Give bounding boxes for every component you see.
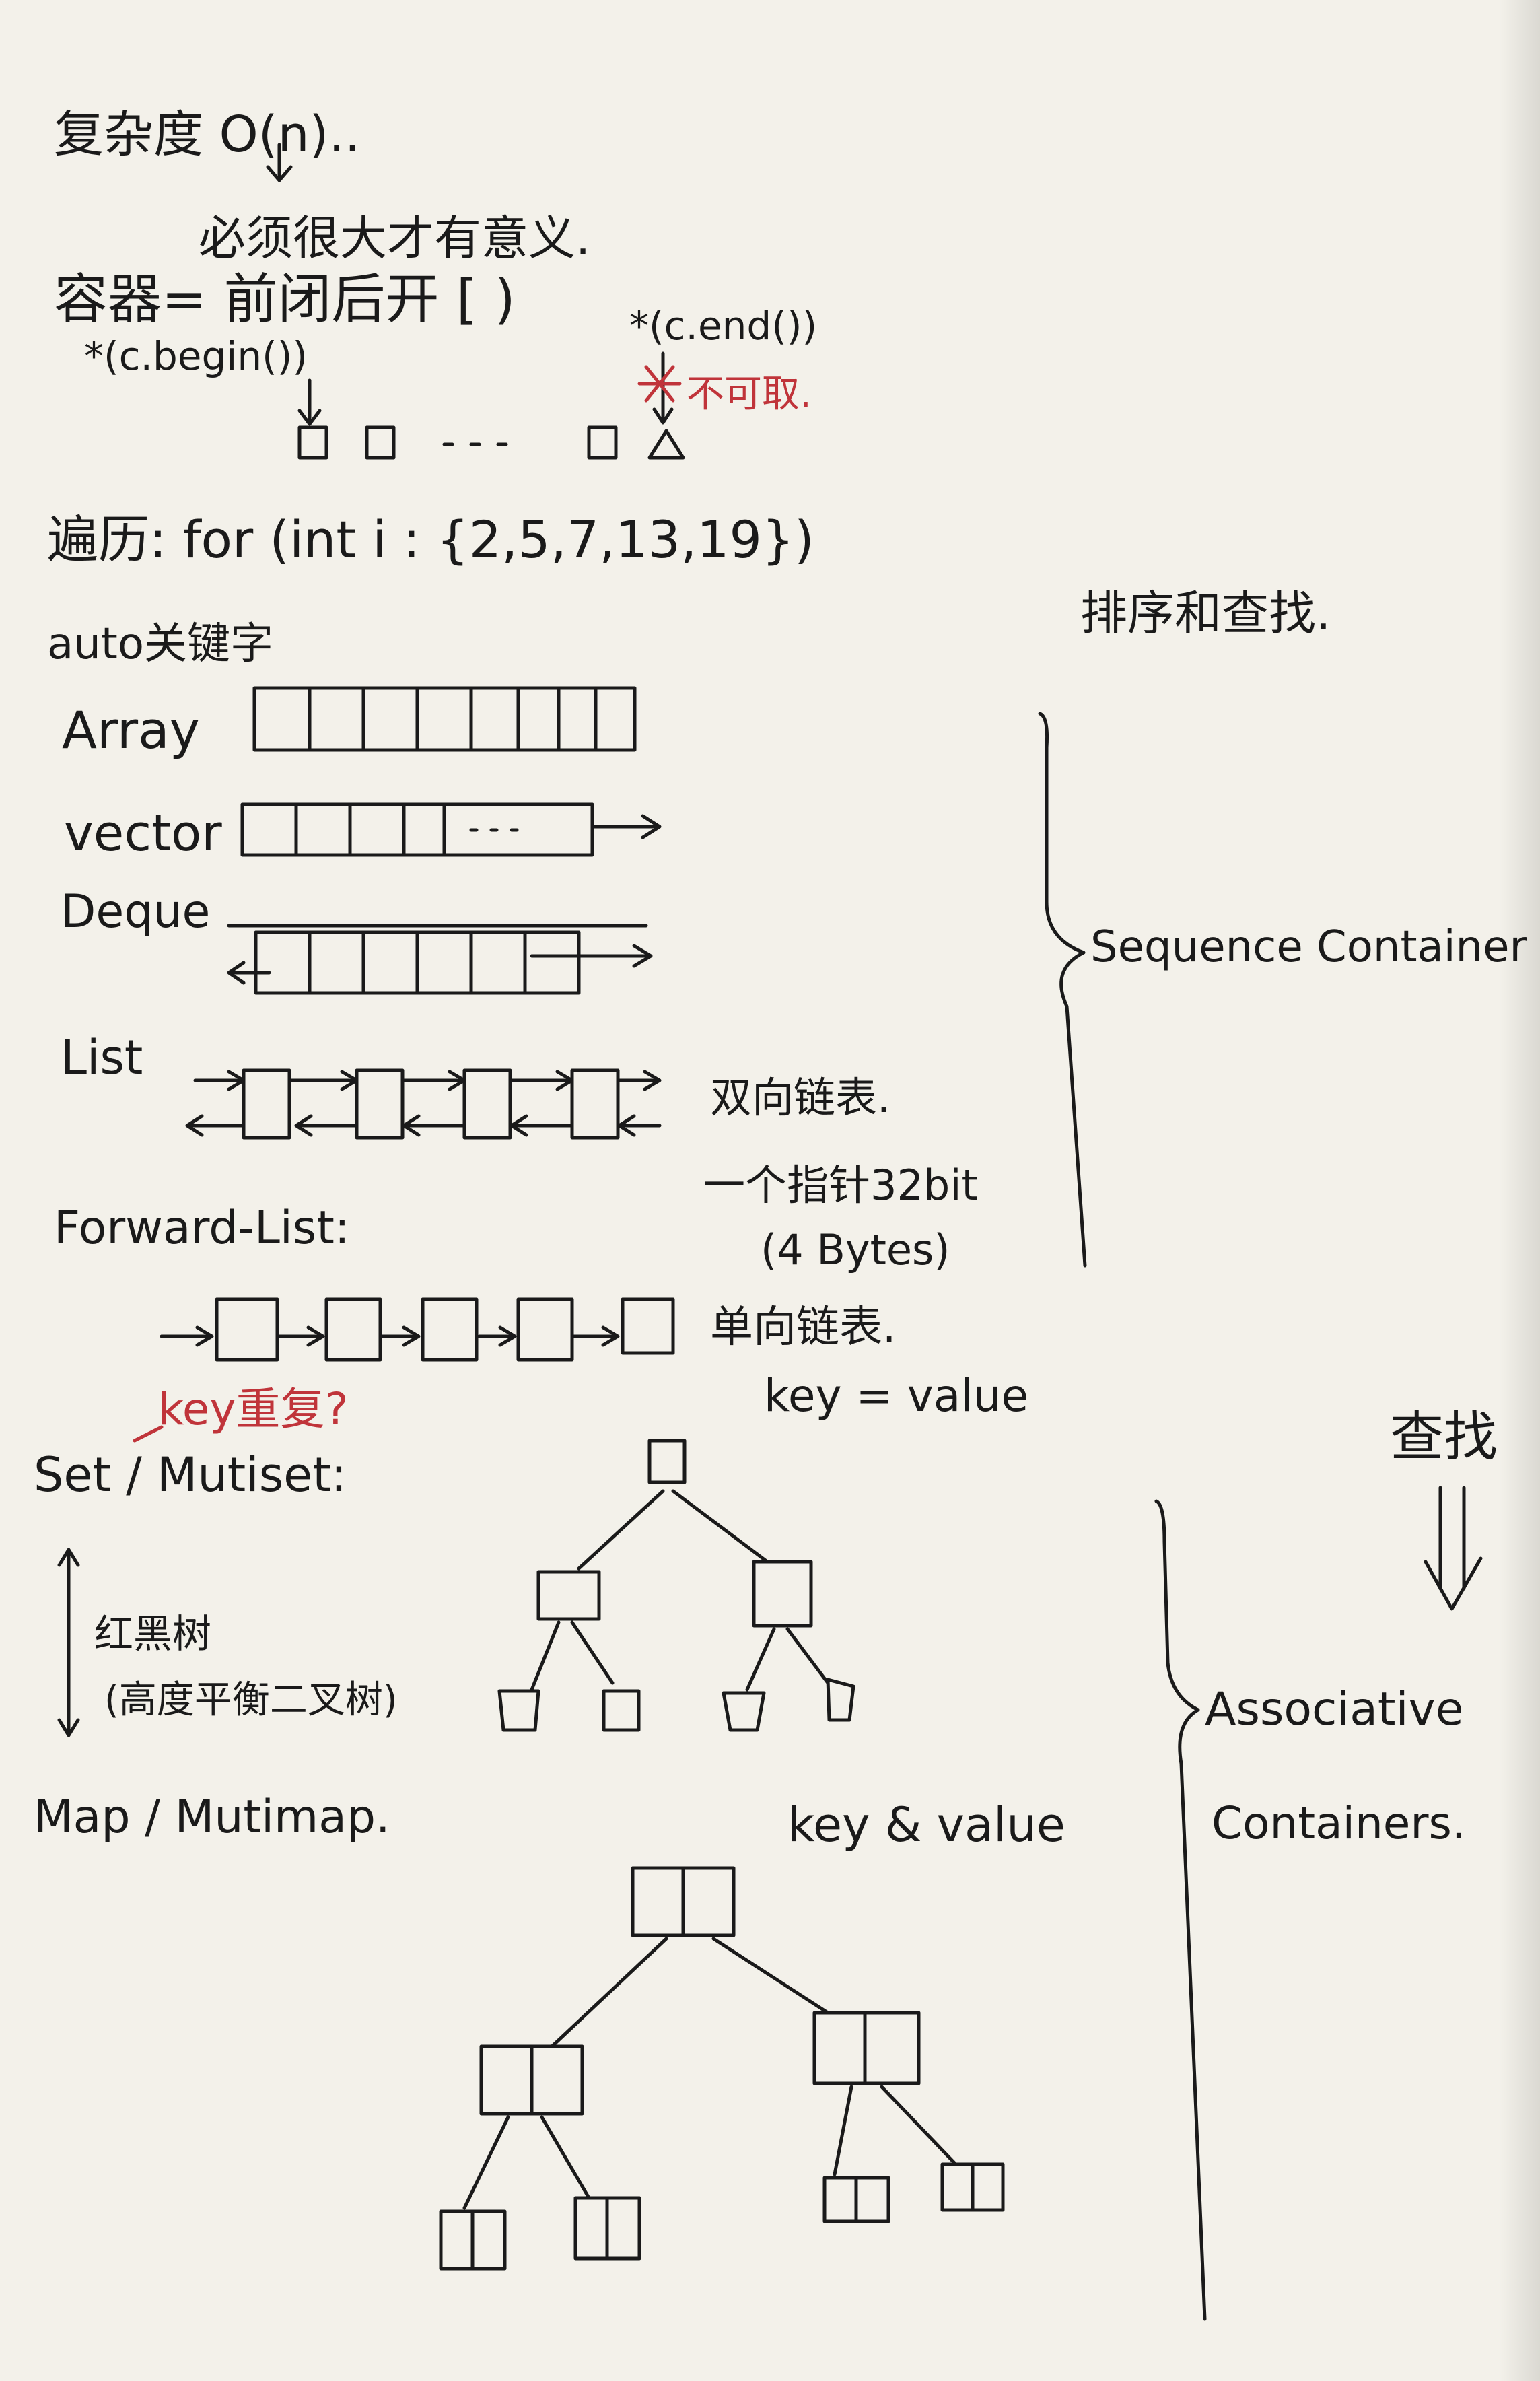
end-expression: *(c.end())	[629, 303, 818, 349]
deque-label: Deque	[61, 885, 211, 938]
sequence-brace	[1040, 714, 1085, 1266]
forward-list-label: Forward-List:	[54, 1202, 350, 1255]
bytes-size-note: (4 Bytes)	[761, 1225, 950, 1274]
complexity-note: 复杂度 O(n)..	[54, 106, 361, 164]
deque-diagram	[229, 926, 651, 993]
list-label: List	[61, 1030, 143, 1085]
down-arrow-icon	[268, 145, 291, 180]
set-label: Set / Mutiset:	[34, 1447, 347, 1503]
double-down-arrow-icon	[1426, 1488, 1481, 1609]
sort-search-note: 排序和查找.	[1080, 586, 1331, 641]
range-boxes	[300, 353, 683, 458]
search-note: 查找	[1390, 1406, 1498, 1468]
begin-expression: *(c.begin())	[84, 333, 308, 379]
associative-line1: Associative	[1205, 1683, 1464, 1736]
sequence-container-note: Sequence Container	[1090, 922, 1527, 972]
forward-list-diagram	[162, 1299, 673, 1360]
array-diagram	[254, 688, 635, 750]
red-black-tree-note: 红黑树	[94, 1611, 212, 1657]
set-tree-diagram	[499, 1441, 853, 1730]
red-cross-mark	[639, 367, 680, 401]
not-accessible-note: 不可取.	[687, 372, 812, 416]
doubly-linked-note: 双向链表.	[710, 1073, 890, 1122]
vector-label: vector	[64, 804, 222, 862]
singly-linked-note: 单向链表.	[710, 1303, 897, 1352]
auto-keyword-note: auto关键字	[47, 619, 274, 669]
key-and-value-note: key & value	[788, 1797, 1065, 1853]
container-range-note: 容器= 前闭后开 [ )	[54, 268, 516, 331]
vector-diagram	[242, 804, 660, 855]
key-equals-value-note: key = value	[764, 1370, 1029, 1422]
associative-line2: Containers.	[1212, 1797, 1466, 1849]
traversal-note: 遍历: for (int i : {2,5,7,13,19})	[47, 510, 814, 570]
vertical-double-arrow-icon	[59, 1550, 78, 1735]
list-diagram	[187, 1070, 660, 1138]
map-tree-diagram	[441, 1868, 1003, 2269]
red-arrow-mark	[135, 1427, 162, 1441]
pointer-size-note: 一个指针32bit	[703, 1161, 978, 1210]
array-label: Array	[62, 700, 200, 760]
key-duplicate-note: key重复?	[158, 1383, 349, 1435]
balanced-tree-note: (高度平衡二叉树)	[104, 1678, 398, 1722]
meaningful-note: 必须很大才有意义.	[199, 211, 591, 266]
map-label: Map / Mutimap.	[34, 1791, 390, 1844]
associative-brace	[1156, 1501, 1205, 2319]
